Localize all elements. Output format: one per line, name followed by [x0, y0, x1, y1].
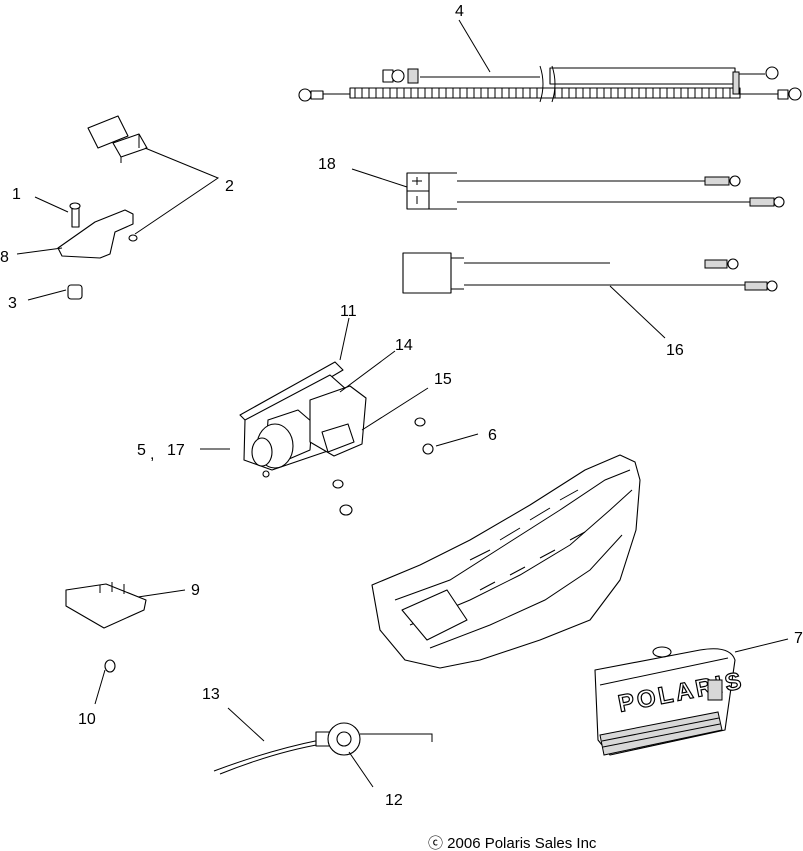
- grille-panel: POLARIS: [594, 638, 789, 756]
- callout-11: 11: [340, 303, 357, 320]
- ground-cable: [213, 707, 433, 788]
- callout-16: 16: [666, 342, 684, 359]
- callout-7: 7: [794, 630, 803, 647]
- callout-9: 9: [191, 582, 200, 599]
- front-bumper-panel: [371, 454, 641, 669]
- callout-18: 18: [318, 156, 336, 173]
- callout-4: 4: [455, 3, 464, 20]
- callout-14: 14: [395, 337, 413, 354]
- callout-2: 2: [225, 178, 234, 195]
- wire-harness-18: [351, 168, 785, 210]
- callout-labels: 4 2 1 8 3 18 16 11 14 15 6 5 , 17 9 7 10…: [0, 3, 803, 809]
- wire-harness-16: [402, 252, 778, 339]
- callout-6: 6: [488, 427, 497, 444]
- bracket-assembly: [16, 115, 220, 301]
- headlight-assembly: [200, 317, 479, 516]
- battery-cable-assembly: [298, 19, 802, 103]
- callout-3: 3: [8, 295, 17, 312]
- switch-assembly: [65, 582, 186, 705]
- callout-5: 5: [137, 442, 146, 459]
- callout-5-separator: ,: [150, 446, 154, 463]
- callout-15: 15: [434, 371, 452, 388]
- callout-12: 12: [385, 792, 403, 809]
- callout-13: 13: [202, 686, 220, 703]
- callout-17: 17: [167, 442, 185, 459]
- callout-1: 1: [12, 186, 21, 203]
- callout-8: 8: [0, 249, 9, 266]
- callout-10: 10: [78, 711, 96, 728]
- copyright-notice: ⓒ 2006 Polaris Sales Inc: [428, 835, 597, 851]
